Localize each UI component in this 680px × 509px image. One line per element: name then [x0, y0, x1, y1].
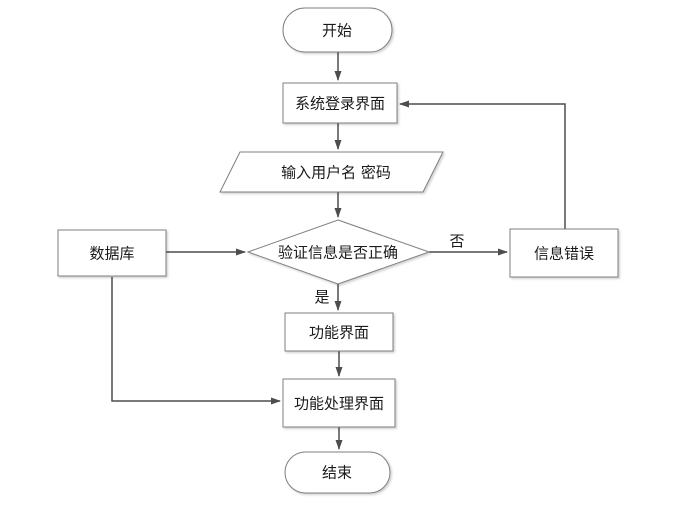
node-function-ui: 功能界面: [284, 312, 394, 352]
node-login: 系统登录界面: [282, 82, 398, 124]
node-login-label: 系统登录界面: [295, 95, 385, 113]
login-process-shape: [282, 82, 398, 124]
input-io-shape: [219, 151, 444, 193]
node-process-ui-label: 功能处理界面: [294, 395, 384, 413]
edge-label-yes: 是: [314, 288, 329, 306]
node-end: 结束: [284, 451, 391, 494]
node-end-label: 结束: [322, 464, 352, 482]
node-function-ui-label: 功能界面: [309, 324, 369, 342]
node-input: 输入用户名 密码: [219, 151, 444, 193]
node-database: 数据库: [57, 229, 167, 277]
edge-error-to-login-feedback: [399, 100, 566, 229]
process-process-shape: [282, 378, 396, 428]
node-input-label: 输入用户名 密码: [281, 164, 391, 182]
node-verify: 验证信息是否正确: [246, 219, 431, 285]
node-error-label: 信息错误: [534, 245, 594, 263]
node-database-label: 数据库: [89, 245, 134, 263]
verify-decision-shape: [246, 219, 431, 285]
end-terminator-shape: [284, 451, 391, 494]
database-process-shape: [57, 229, 167, 277]
node-error: 信息错误: [509, 228, 619, 278]
node-process-ui: 功能处理界面: [282, 378, 396, 428]
node-verify-label: 验证信息是否正确: [278, 244, 398, 262]
edge-label-no: 否: [449, 232, 464, 250]
node-start: 开始: [282, 7, 393, 53]
function-process-shape: [284, 312, 394, 352]
start-terminator-shape: [282, 7, 393, 53]
edges: [111, 52, 566, 450]
node-start-label: 开始: [322, 22, 352, 40]
edge-database-to-process: [111, 277, 281, 405]
error-process-shape: [509, 228, 619, 278]
